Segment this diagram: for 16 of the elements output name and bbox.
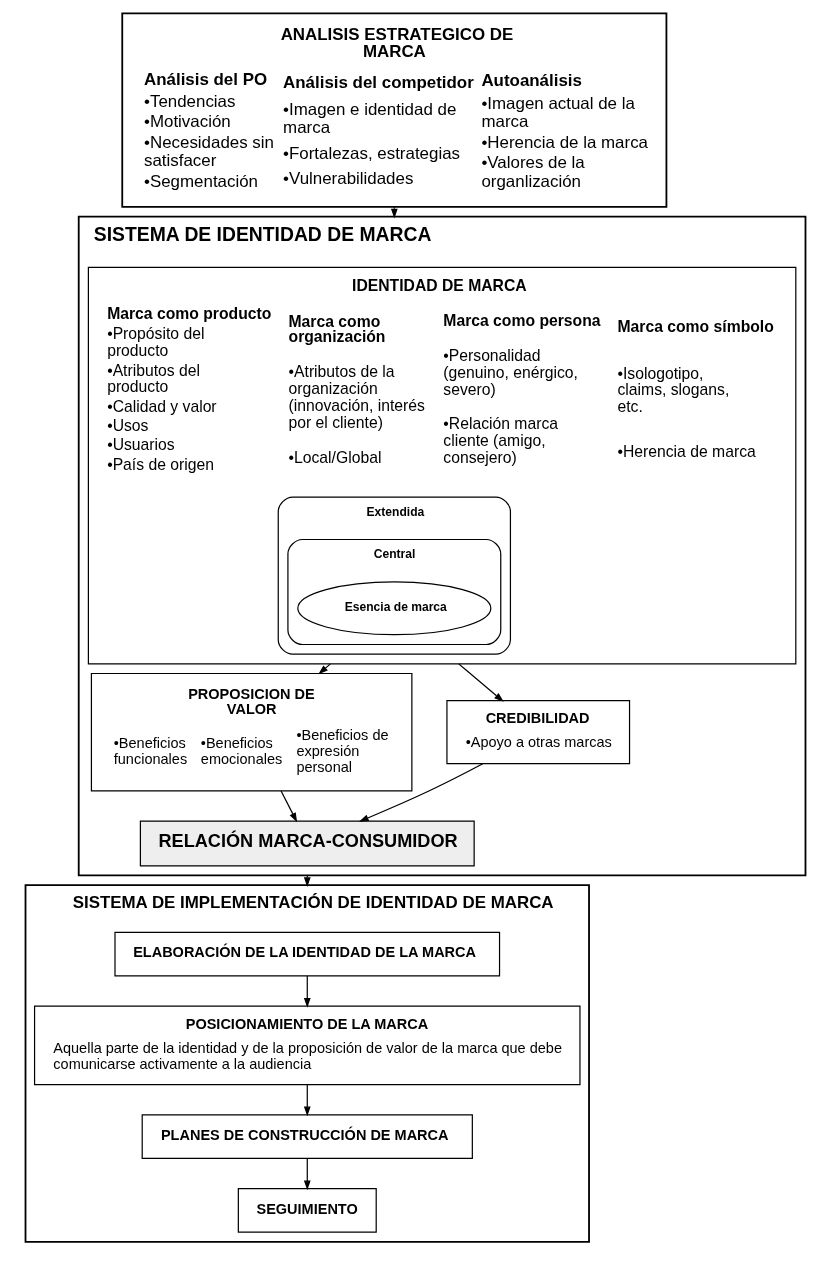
node-box: PLANES DE CONSTRUCCIÓN DE MARCA xyxy=(141,1114,473,1160)
arrow xyxy=(458,663,504,702)
arrow xyxy=(358,763,484,822)
arrow xyxy=(390,206,398,219)
arrow xyxy=(318,663,332,675)
node-ellipse: Esencia de marca xyxy=(297,581,492,636)
node-box: ELABORACIÓN DE LA IDENTIDAD DE LA MARCA xyxy=(114,931,501,977)
node-box: SEGUIMIENTO xyxy=(237,1188,377,1233)
arrow xyxy=(280,790,298,823)
node-box: RELACIÓN MARCA-CONSUMIDOR xyxy=(139,820,475,867)
arrow xyxy=(303,975,311,1008)
node-box: PROPOSICION DE VALOR •Beneficios funcionales •Beneficios emocionales •Beneficios de expresión personal xyxy=(90,672,413,792)
node-box: CREDIBILIDAD •Apoyo a otras marcas xyxy=(446,700,631,765)
node-box: POSICIONAMIENTO DE LA MARCA Aquella parte de la identidad y de la proposición de valor de la marca que debe comunicarse activamente a la audiencia xyxy=(33,1005,581,1086)
arrow xyxy=(303,1157,311,1191)
arrow xyxy=(303,1084,311,1117)
